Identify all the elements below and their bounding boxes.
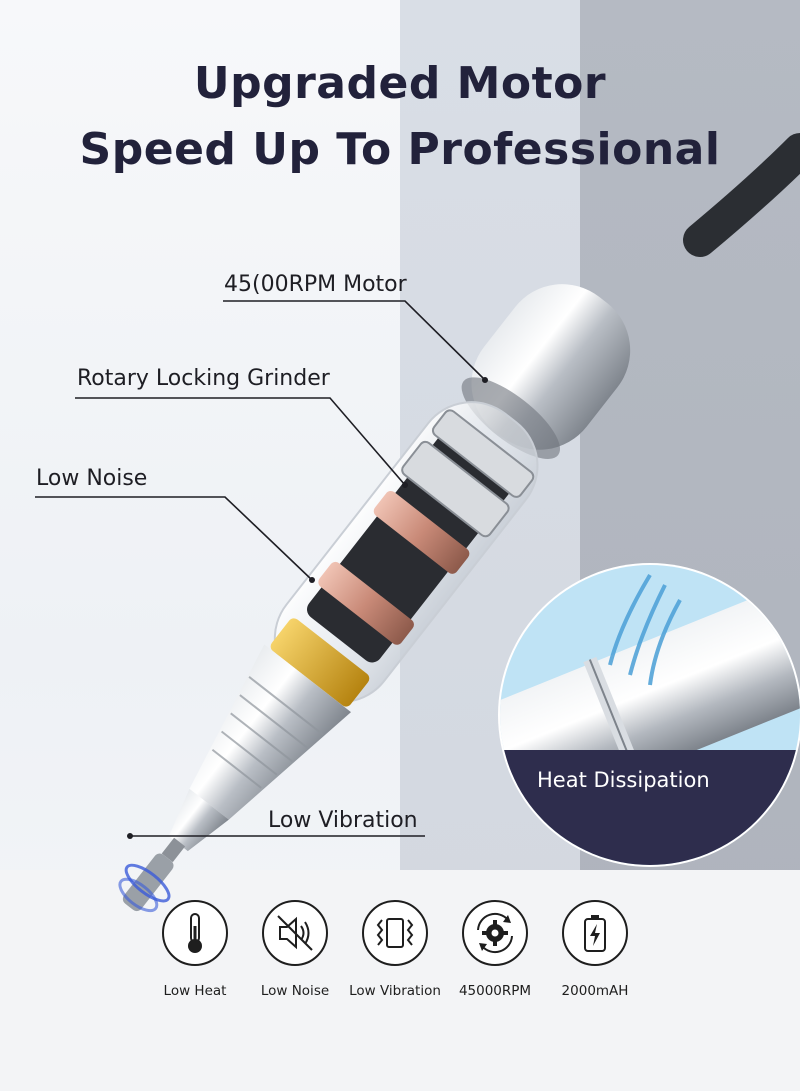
feature-label: 2000mAH [561, 983, 629, 999]
heat-dissipation-label: Heat Dissipation [537, 768, 710, 792]
feature-label: Low Noise [260, 983, 330, 999]
headline-line-1: Upgraded Motor [193, 58, 607, 109]
thermometer-icon [162, 900, 228, 966]
power-cable [683, 133, 800, 257]
feature-battery: 2000mAH [540, 900, 650, 999]
copper-ring-1 [318, 561, 414, 645]
feature-low-heat: Low Heat [140, 900, 250, 999]
feature-low-noise: Low Noise [240, 900, 350, 999]
drill-bit [122, 853, 174, 912]
noise-callout-line [35, 496, 313, 581]
gear-rotation-icon [462, 900, 528, 966]
feature-icons-row: Low Heat Low Noise Low Vibration [140, 900, 660, 1010]
callout-motor: 45(00RPM Motor [224, 272, 407, 297]
gold-ring [270, 618, 370, 707]
pen-nose [189, 644, 351, 820]
heat-dissipation-inset [498, 563, 800, 867]
battery-icon [562, 900, 628, 966]
pen-body [118, 284, 631, 913]
callout-grinder: Rotary Locking Grinder [77, 366, 330, 391]
heat-arrows [608, 573, 682, 686]
vibration-icon [362, 900, 428, 966]
copper-ring-2 [373, 491, 470, 574]
muted-speaker-icon [262, 900, 328, 966]
feature-rpm: 45000RPM [440, 900, 550, 999]
motor-callout-line [223, 300, 486, 381]
callout-noise: Low Noise [36, 466, 148, 491]
feature-low-vibration: Low Vibration [340, 900, 450, 999]
headline-line-2: Speed Up To Professional [79, 124, 721, 175]
feature-label: 45000RPM [458, 983, 532, 999]
feature-label: Low Vibration [349, 983, 441, 999]
grinder-callout-line [75, 397, 406, 486]
callout-vibration: Low Vibration [268, 808, 418, 833]
feature-label: Low Heat [163, 983, 227, 999]
